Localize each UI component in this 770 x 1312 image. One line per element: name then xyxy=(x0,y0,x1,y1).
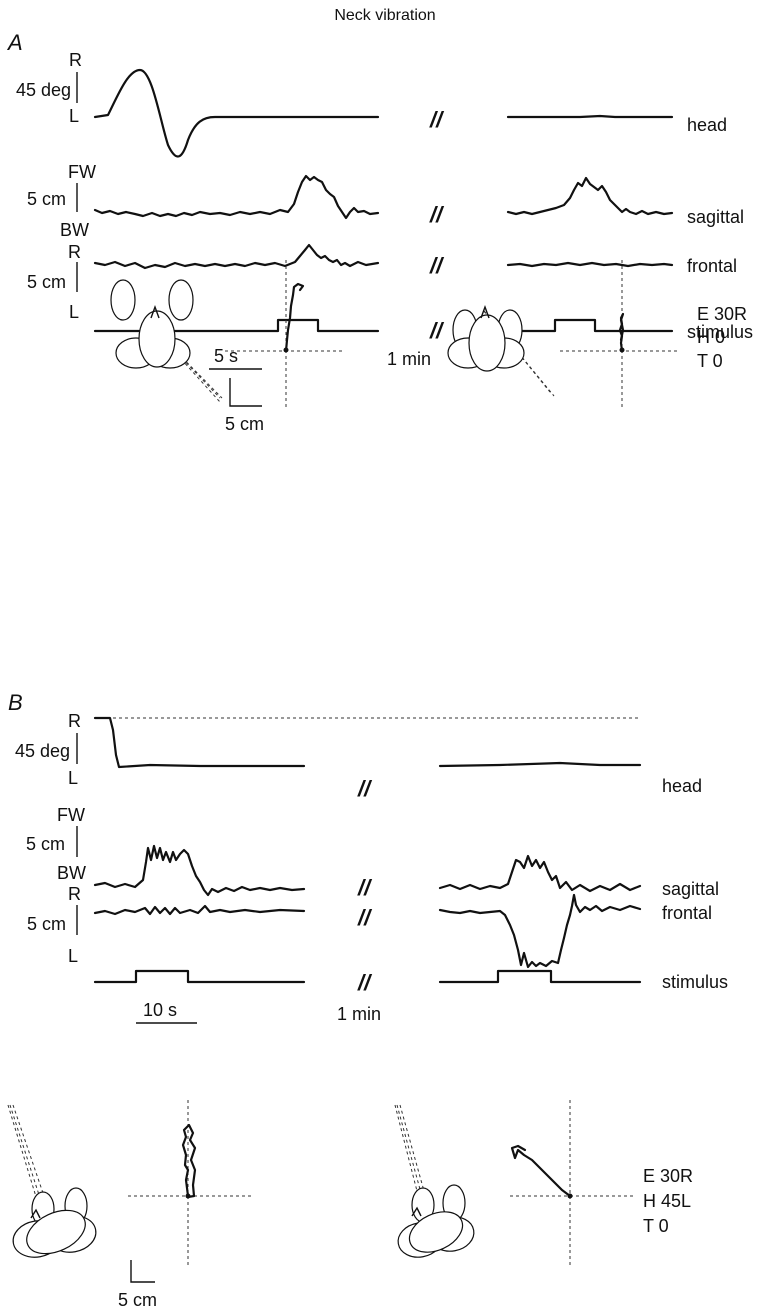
separator-head: // xyxy=(357,776,373,801)
separator-sagittal: // xyxy=(357,875,373,900)
figure-title: Neck vibration xyxy=(334,7,435,24)
panel-letter: B xyxy=(8,690,23,715)
xy-scale-bar xyxy=(130,1260,155,1283)
label-head: head xyxy=(687,115,727,135)
panel-a: A R 45 deg L FW 5 cm BW R 5 cm L xyxy=(6,30,753,434)
label-frontal: frontal xyxy=(687,256,737,276)
head-scale-bottom: L xyxy=(69,106,79,126)
head-scale-value: 45 deg xyxy=(15,741,70,761)
stimulus-trace-left xyxy=(93,969,306,984)
label-stimulus: stimulus xyxy=(687,322,753,342)
frontal-trace-right xyxy=(506,261,674,268)
panel-b: B R 45 deg L FW 5 cm BW R 5 cm L xyxy=(7,690,728,1310)
panel-letter: A xyxy=(6,30,23,55)
body-schematic-left xyxy=(110,279,223,403)
head-scale: R 45 deg L xyxy=(15,711,81,788)
head-trace-left xyxy=(93,716,306,769)
frontal-trace-left xyxy=(93,904,306,916)
label-sagittal: sagittal xyxy=(662,879,719,899)
sagittal-scale-bottom: BW xyxy=(60,220,89,240)
sagittal-trace-left xyxy=(93,844,306,897)
xy-scale-label: 5 cm xyxy=(225,414,264,434)
condition-line-2: H 45L xyxy=(643,1191,691,1211)
separator-stimulus: // xyxy=(357,970,373,995)
stimulus-trace-right xyxy=(438,969,642,984)
separator-stimulus: // xyxy=(429,318,445,343)
body-schematic-right xyxy=(447,304,555,397)
condition-line-3: T 0 xyxy=(697,351,723,371)
xy-trajectory-right xyxy=(510,1100,635,1265)
sagittal-scale-value: 5 cm xyxy=(26,834,65,854)
condition-line-1: E 30R xyxy=(643,1166,693,1186)
label-sagittal: sagittal xyxy=(687,207,744,227)
stimulus-trace-right xyxy=(506,318,674,333)
sagittal-scale: FW 5 cm BW xyxy=(27,162,96,240)
frontal-scale-value: 5 cm xyxy=(27,914,66,934)
gap-label: 1 min xyxy=(337,1004,381,1024)
frontal-scale-top: R xyxy=(68,884,81,904)
head-scale: R 45 deg L xyxy=(16,50,82,126)
xy-trajectory-right xyxy=(560,260,680,410)
xy-trajectory-left xyxy=(128,1100,252,1265)
frontal-scale: R 5 cm L xyxy=(27,884,81,966)
xy-scale-label: 5 cm xyxy=(118,1290,157,1310)
head-trace-right xyxy=(438,761,642,768)
body-schematic-right xyxy=(394,1104,475,1258)
head-trace-left xyxy=(93,68,380,158)
frontal-scale-bottom: L xyxy=(69,302,79,322)
sagittal-trace-right xyxy=(506,176,674,216)
head-scale-top: R xyxy=(69,50,82,70)
condition-line-2: H 0 xyxy=(697,327,725,347)
sagittal-scale: FW 5 cm BW xyxy=(26,805,86,883)
sagittal-trace-right xyxy=(438,854,642,893)
stimulus-trace-left xyxy=(93,318,380,333)
head-scale-top: R xyxy=(68,711,81,731)
frontal-scale-top: R xyxy=(68,242,81,262)
condition-line-1: E 30R xyxy=(697,304,747,324)
frontal-trace-left xyxy=(93,243,380,270)
frontal-scale: R 5 cm L xyxy=(27,242,81,322)
head-trace-right xyxy=(506,114,674,119)
label-frontal: frontal xyxy=(662,903,712,923)
gap-label: 1 min xyxy=(387,349,431,369)
sagittal-scale-top: FW xyxy=(57,805,85,825)
sagittal-scale-bottom: BW xyxy=(57,863,86,883)
frontal-scale-value: 5 cm xyxy=(27,272,66,292)
xy-trajectory-left xyxy=(225,260,345,410)
sagittal-trace-left xyxy=(93,174,380,220)
time-scale-label: 10 s xyxy=(143,1000,177,1020)
sagittal-scale-top: FW xyxy=(68,162,96,182)
body-schematic-left xyxy=(7,1104,97,1258)
label-stimulus: stimulus xyxy=(662,972,728,992)
head-scale-value: 45 deg xyxy=(16,80,71,100)
condition-line-3: T 0 xyxy=(643,1216,669,1236)
separator-head: // xyxy=(429,107,445,132)
label-head: head xyxy=(662,776,702,796)
frontal-scale-bottom: L xyxy=(68,946,78,966)
separator-frontal: // xyxy=(357,905,373,930)
separator-sagittal: // xyxy=(429,202,445,227)
sagittal-scale-value: 5 cm xyxy=(27,189,66,209)
separator-frontal: // xyxy=(429,253,445,278)
xy-scale-bar xyxy=(229,378,262,407)
head-scale-bottom: L xyxy=(68,768,78,788)
frontal-trace-right xyxy=(438,893,642,969)
time-scale-label: 5 s xyxy=(214,346,238,366)
